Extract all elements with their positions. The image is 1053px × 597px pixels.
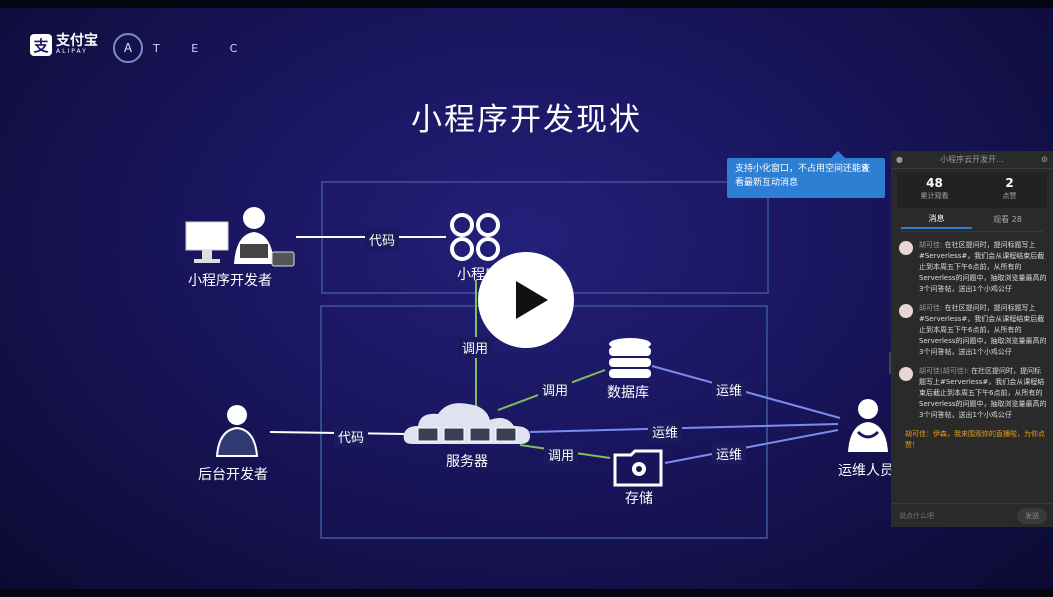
- chat-message: 胡可佳(胡可佳): 在社区提问时，提问标题写上#Serverless#，我们会从…: [899, 366, 1047, 421]
- stat-likes: 2 点赞: [972, 172, 1047, 208]
- panel-stats: 48 累计观看 2 点赞: [897, 172, 1047, 208]
- node-backend-developer: 后台开发者: [198, 467, 268, 483]
- live-chat-panel: ● 小程序云开发开... ⚙ 48 累计观看 2 点赞 消息 观看 28 胡可佳…: [891, 151, 1053, 527]
- edge-code-top: 代码: [365, 229, 400, 250]
- atec-logo: A T E C: [113, 33, 251, 63]
- edge-call-vertical: 调用: [458, 337, 493, 358]
- node-ops: 运维人员: [838, 463, 894, 479]
- stat-likes-label: 点赞: [1002, 192, 1017, 200]
- panel-title: 小程序云开发开...: [940, 155, 1004, 164]
- ops-person-icon: [848, 399, 888, 452]
- tooltip: 支持小化窗口，不占用空间还能查看最新互动消息 ×: [727, 151, 885, 198]
- chat-text: 在社区提问时，提问标题写上#Serverless#，我们会从课程结束后截止到本周…: [919, 304, 1047, 356]
- edge-ops-storage: 运维: [712, 443, 747, 464]
- tooltip-close-icon[interactable]: ×: [860, 163, 869, 174]
- stat-views-number: 48: [926, 176, 943, 190]
- stat-views-label: 累计观看: [920, 192, 949, 200]
- send-button[interactable]: 发送: [1017, 507, 1047, 524]
- edge-ops-server: 运维: [648, 421, 683, 442]
- top-bar: [0, 0, 1053, 8]
- chat-message: 胡可佳: 在社区提问时，提问标题写上#Serverless#，我们会从课程结束后…: [899, 240, 1047, 295]
- chat-input-bar: 发送: [891, 503, 1053, 527]
- storage-icon: [613, 449, 663, 487]
- alipay-cn: 支付宝: [56, 33, 98, 49]
- avatar: [899, 241, 913, 255]
- node-mini-developer: 小程序开发者: [188, 273, 272, 289]
- edge-call-storage: 调用: [544, 444, 579, 465]
- alipay-logo: 支 支付宝 ALIPAY: [30, 34, 98, 56]
- bottom-bar: [0, 589, 1053, 597]
- alipay-mark: 支: [30, 34, 52, 56]
- panel-settings-icon[interactable]: ⚙: [1040, 155, 1048, 164]
- server-icon: [403, 403, 530, 444]
- panel-menu-icon[interactable]: ●: [896, 155, 903, 164]
- slide-title: 小程序开发现状: [411, 102, 642, 138]
- node-database: 数据库: [607, 385, 649, 401]
- tab-viewers[interactable]: 观看 28: [993, 215, 1022, 224]
- atec-mark: A: [113, 33, 143, 63]
- line-ops-server: [529, 423, 839, 433]
- alipay-en: ALIPAY: [56, 48, 88, 55]
- edge-ops-db: 运维: [712, 379, 747, 400]
- chat-text: 在社区提问时，提问标题写上#Serverless#，我们会从课程结束后截止到本周…: [919, 241, 1047, 293]
- stat-likes-number: 2: [1005, 176, 1014, 190]
- mini-app-icon: [450, 213, 500, 261]
- chat-notice: 胡可佳：伊森，我来围观你的直播啦，为你点赞！: [905, 430, 1045, 449]
- chat-message: 胡可佳: 在社区提问时，提问标题写上#Serverless#，我们会从课程结束后…: [899, 303, 1047, 358]
- chat-input[interactable]: [897, 510, 1017, 521]
- tooltip-text: 支持小化窗口，不占用空间还能查看最新互动消息: [735, 164, 871, 188]
- stat-views: 48 累计观看: [897, 172, 972, 208]
- mini-developer-icon: [185, 207, 295, 267]
- line-ops-storage: [664, 429, 839, 464]
- node-server: 服务器: [446, 454, 488, 470]
- edge-code-bottom: 代码: [334, 426, 369, 447]
- avatar: [899, 367, 913, 381]
- chat-name: 胡可佳(胡可佳):: [919, 367, 969, 375]
- atec-text: T E C: [153, 41, 252, 55]
- panel-tabs: 消息 观看 28: [901, 211, 1043, 232]
- backend-developer-icon: [215, 405, 259, 457]
- node-storage: 存储: [625, 491, 653, 507]
- tab-chat[interactable]: 消息: [901, 213, 972, 229]
- play-button[interactable]: [478, 252, 574, 348]
- chat-text: 在社区提问时，提问标题写上#Serverless#，我们会从课程结束后截止到本周…: [919, 367, 1047, 419]
- chat-name: 胡可佳:: [919, 304, 943, 312]
- panel-header: ● 小程序云开发开... ⚙: [891, 151, 1053, 169]
- avatar: [899, 304, 913, 318]
- edge-call-db: 调用: [538, 379, 573, 400]
- chat-name: 胡可佳:: [919, 241, 943, 249]
- database-icon: [609, 338, 651, 378]
